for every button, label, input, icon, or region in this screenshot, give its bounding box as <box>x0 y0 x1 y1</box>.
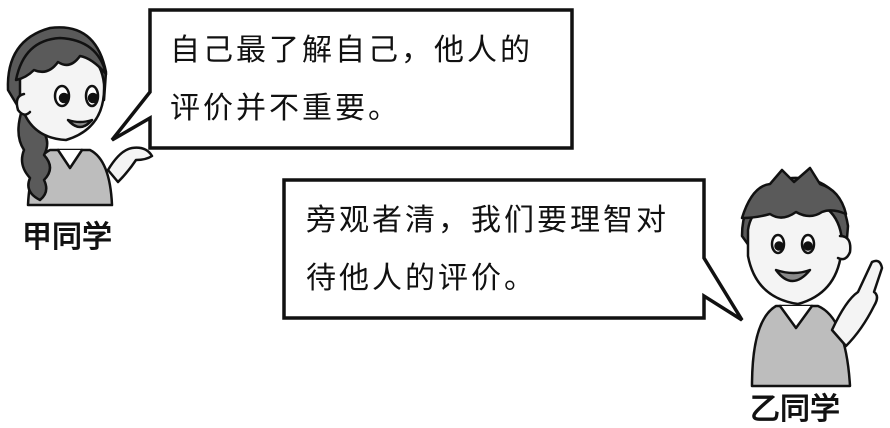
speech-b-line-2: 待他人的评价。 <box>306 261 537 296</box>
speech-a-line-1: 自己最了解自己，他人的 <box>170 33 533 68</box>
speech-bubble-a <box>110 8 574 150</box>
speech-text-b: 旁观者清，我们要理智对 待他人的评价。 <box>306 192 669 308</box>
speech-bubble-b <box>282 178 744 322</box>
student-a-name-label: 甲同学 <box>22 220 112 255</box>
speech-a-line-2: 评价并不重要。 <box>170 91 401 126</box>
girl-student-illustration <box>6 26 154 207</box>
speech-b-line-1: 旁观者清，我们要理智对 <box>306 203 669 238</box>
student-b-name-label: 乙同学 <box>750 392 840 427</box>
speech-text-a: 自己最了解自己，他人的 评价并不重要。 <box>170 22 533 138</box>
boy-student-illustration <box>740 166 884 388</box>
